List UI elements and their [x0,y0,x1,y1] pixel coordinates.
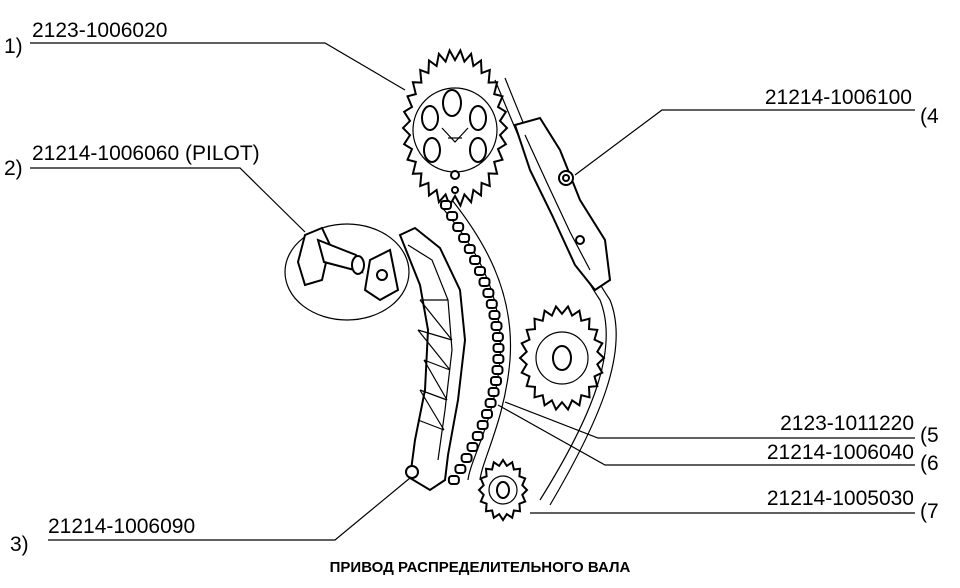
callout-5: (5 2123-1011220 [780,412,939,447]
part-number-label: 21214-1006040 [767,441,914,464]
callout-3: 3) 21214-1006090 [10,515,195,556]
callout-index: 3) [10,533,29,556]
callout-index: 1) [4,35,23,58]
callout-6: (6 21214-1006040 [767,441,939,475]
part-number-label: 2123-1011220 [780,412,914,435]
intermediate-sprocket [518,304,606,412]
part-number-label: 21214-1006100 [765,86,912,109]
part-number-label: 2123-1006020 [32,19,167,42]
callout-index: (7 [920,500,939,523]
part-number-label: 21214-1006090 [48,515,195,538]
callout-2: 2) 21214-1006060 (PILOT) [4,142,260,180]
crankshaft-sprocket [477,458,529,522]
diagram-caption: ПРИВОД РАСПРЕДЕЛИТЕЛЬНОГО ВАЛА [330,559,631,576]
part-number-label: 21214-1005030 [767,487,914,510]
callout-index: 2) [4,157,23,180]
callout-index: (4 [920,105,939,128]
pilot-pin-detail [284,223,410,321]
callout-index: (5 [920,424,939,447]
callout-1: 1) 2123-1006020 [4,19,167,58]
chain-guide [398,226,467,492]
camshaft-sprocket [401,47,509,209]
callout-index: (6 [920,452,939,475]
callout-4: (4 21214-1006100 [765,86,939,128]
tensioner-shoe [513,116,612,292]
part-number-label: 21214-1006060 (PILOT) [32,142,260,165]
leader-lines [30,42,915,541]
callout-7: (7 21214-1005030 [767,487,939,523]
